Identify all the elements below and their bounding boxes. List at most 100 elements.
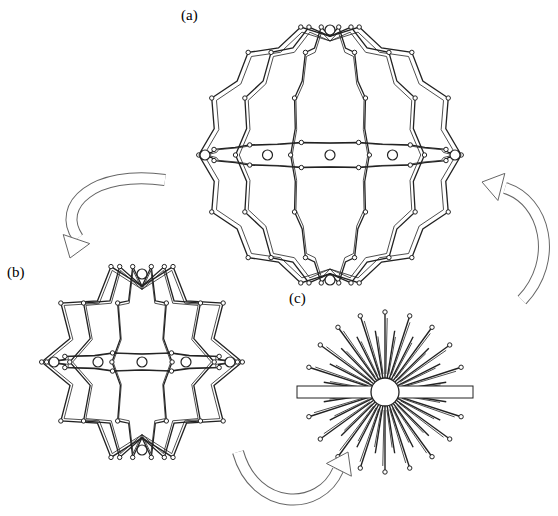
scissor-link	[50, 353, 233, 370]
hub	[263, 150, 273, 160]
folded-link	[396, 345, 449, 384]
hub	[388, 150, 398, 160]
pivot-joint	[210, 96, 214, 100]
folded-link	[341, 402, 375, 436]
pivot-joint	[299, 281, 303, 285]
pivot-joint	[212, 147, 216, 151]
pivot-joint	[363, 210, 367, 214]
panel-label: (b)	[6, 264, 26, 281]
pivot-joint	[169, 351, 173, 355]
pivot-joint	[356, 165, 360, 169]
hub	[137, 445, 147, 455]
pivot-joint	[63, 365, 67, 369]
folded-sphere	[297, 310, 473, 474]
pivot-joint	[63, 354, 67, 358]
pivot-joint	[408, 314, 412, 318]
pivot-joint	[233, 153, 237, 157]
pivot-joint	[413, 210, 417, 214]
pivot-joint	[59, 301, 63, 305]
pivot-joint	[210, 210, 214, 214]
pivot-joint	[149, 455, 153, 459]
pivot-joint	[243, 96, 247, 100]
pivot-joint	[217, 354, 221, 358]
pivot-joint	[383, 470, 387, 474]
pivot-joint	[171, 264, 175, 268]
scissor-link	[46, 270, 239, 453]
pivot-joint	[387, 255, 391, 259]
pivot-joint	[422, 153, 426, 157]
pivot-joint	[110, 369, 114, 373]
pivot-joint	[459, 415, 463, 419]
folded-link	[389, 316, 409, 379]
pivot-joint	[408, 143, 412, 147]
pivot-joint	[303, 255, 307, 259]
pivot-joint	[319, 25, 323, 29]
pivot-joint	[68, 360, 72, 364]
folded-link	[395, 402, 429, 436]
transition-arrow	[63, 178, 165, 258]
scissor-link	[291, 27, 370, 283]
pivot-joint	[307, 25, 311, 29]
hub	[49, 357, 59, 367]
hub	[181, 357, 191, 367]
scissor-link	[47, 353, 238, 371]
hub	[450, 150, 460, 160]
pivot-joint	[149, 264, 153, 268]
pivot-joint	[303, 50, 307, 54]
hub	[325, 25, 335, 35]
folded-link	[320, 400, 373, 439]
pivot-joint	[430, 325, 434, 329]
pivot-joint	[446, 210, 450, 214]
pivot-joint	[117, 264, 121, 268]
scissor-link	[73, 270, 212, 453]
folded-link	[398, 396, 461, 416]
scissor-link	[201, 142, 459, 167]
folded-link	[393, 403, 432, 456]
pivot-joint	[307, 281, 311, 285]
pivot-joint	[337, 25, 341, 29]
scissor-link	[70, 267, 214, 458]
pivot-joint	[444, 158, 448, 162]
folded-link	[400, 350, 446, 382]
pivot-joint	[81, 419, 85, 423]
pivot-joint	[240, 360, 244, 364]
pivot-joint	[164, 301, 168, 305]
scissor-link	[199, 27, 462, 283]
pivot-joint	[243, 210, 247, 214]
pivot-joint	[307, 415, 311, 419]
pivot-joint	[352, 255, 356, 259]
folded-link	[384, 406, 385, 472]
hub	[325, 150, 335, 160]
panel-label: (c)	[288, 290, 307, 307]
folded-link	[387, 410, 392, 448]
folded-link	[395, 348, 429, 382]
pivot-joint	[110, 351, 114, 355]
pivot-joint	[109, 264, 113, 268]
pivot-joint	[299, 25, 303, 29]
hub	[93, 357, 103, 367]
pivot-joint	[221, 419, 225, 423]
folded-link	[375, 406, 383, 453]
pivot-joint	[446, 96, 450, 100]
pivot-joint	[39, 360, 43, 364]
folded-link	[338, 327, 377, 380]
pivot-joint	[349, 25, 353, 29]
pivot-joint	[212, 158, 216, 162]
pivot-joint	[44, 360, 48, 364]
pivot-joint	[288, 153, 292, 157]
folded-link	[378, 336, 383, 374]
pivot-joint	[292, 96, 296, 100]
scissor-link	[206, 143, 453, 167]
pivot-joint	[448, 437, 452, 441]
pivot-joint	[349, 281, 353, 285]
folded-link	[387, 406, 395, 453]
pivot-joint	[410, 255, 414, 259]
pivot-joint	[307, 365, 311, 369]
folded-link	[375, 331, 383, 378]
pivot-joint	[221, 301, 225, 305]
pivot-joint	[358, 314, 362, 318]
pivot-joint	[246, 50, 250, 54]
pivot-joint	[269, 50, 273, 54]
pivot-joint	[358, 466, 362, 470]
